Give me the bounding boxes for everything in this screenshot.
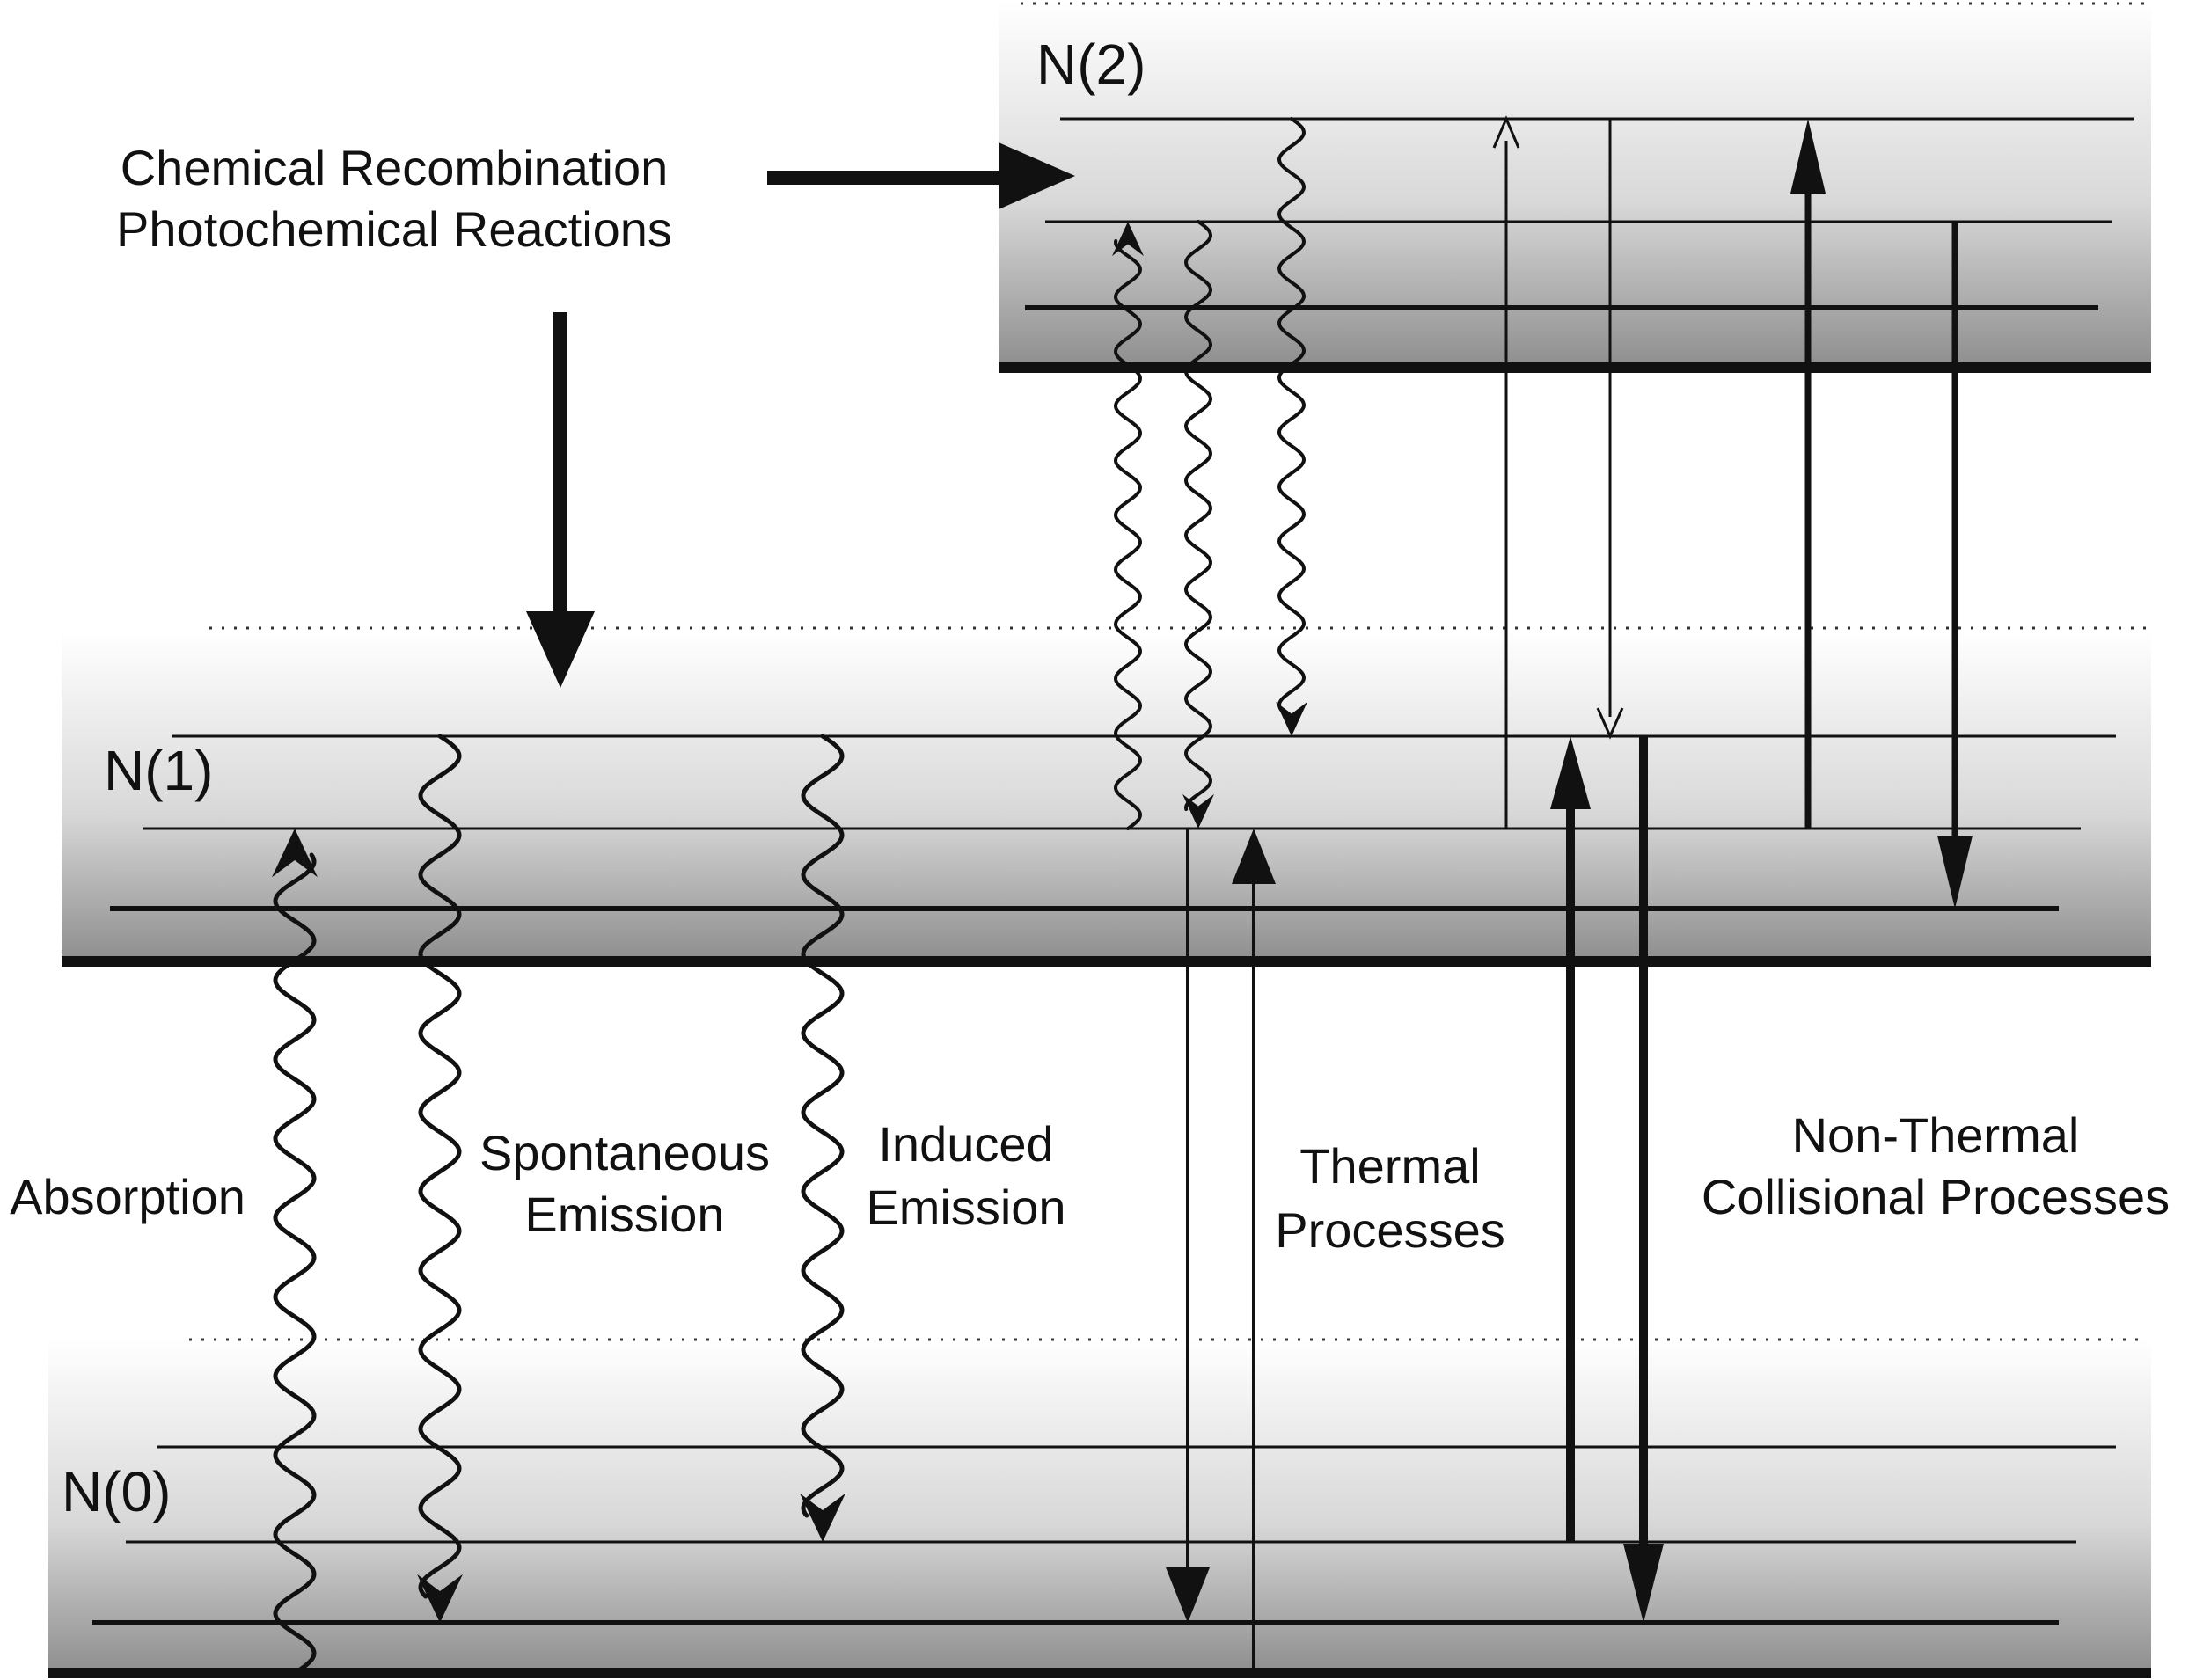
chemical-label-line1: Chemical Recombination bbox=[121, 140, 669, 195]
n0-level-label: N(0) bbox=[62, 1460, 171, 1523]
n0-band bbox=[48, 1339, 2151, 1673]
thermal-n2-down-arrow-head bbox=[1596, 707, 1624, 740]
thermal-down-arrow-head bbox=[1166, 1567, 1210, 1623]
nonthermal-label-line2: Collisional Processes bbox=[1702, 1169, 2170, 1224]
thermal-up-arrow-head bbox=[1232, 829, 1276, 884]
induced-label-line2: Emission bbox=[866, 1180, 1065, 1235]
absorption-arrow-head bbox=[272, 829, 318, 878]
spontaneous-emission-arrow-head bbox=[417, 1574, 463, 1623]
nonthermal-n2-up-arrow-head bbox=[1790, 119, 1826, 194]
n2-emission-mid-arrow-wave bbox=[1183, 220, 1213, 811]
induced-emission-arrow-head bbox=[800, 1493, 845, 1542]
n1-band bbox=[62, 632, 2151, 961]
chemical-label-line2: Photochemical Reactions bbox=[116, 201, 672, 257]
n1-level-label: N(1) bbox=[104, 739, 213, 802]
n2-band bbox=[999, 0, 2151, 368]
n2-level-label: N(2) bbox=[1036, 33, 1146, 96]
n2-emission-top-arrow-head bbox=[1276, 701, 1307, 736]
induced-emission-arrow-wave bbox=[801, 734, 845, 1518]
spontaneous-label-line1: Spontaneous bbox=[479, 1125, 770, 1180]
thermal-n2-up-arrow-head bbox=[1492, 115, 1520, 149]
absorption-arrow-wave bbox=[273, 852, 317, 1676]
n2-absorption-arrow-wave bbox=[1113, 239, 1143, 830]
n2-absorption-arrow-head bbox=[1112, 222, 1144, 257]
nonthermal-label-line1: Non-Thermal bbox=[1792, 1107, 2080, 1163]
nonthermal-up-arrow-head bbox=[1550, 736, 1591, 809]
chemical-arrow-right-head bbox=[999, 142, 1075, 209]
n2-emission-mid-arrow-head bbox=[1182, 793, 1214, 829]
spontaneous-emission-arrow-wave bbox=[418, 734, 462, 1599]
induced-label-line1: Induced bbox=[878, 1116, 1053, 1172]
thermal-label-line2: Processes bbox=[1275, 1202, 1504, 1258]
n2-emission-top-arrow-wave bbox=[1277, 117, 1307, 719]
nonthermal-down-arrow-head bbox=[1623, 1544, 1664, 1623]
thermal-label-line1: Thermal bbox=[1299, 1138, 1480, 1194]
absorption-label: Absorption bbox=[10, 1169, 245, 1224]
spontaneous-label-line2: Emission bbox=[524, 1187, 724, 1242]
chemical-arrow-down-head bbox=[526, 611, 595, 688]
nonthermal-n2-down-arrow-head bbox=[1937, 836, 1973, 909]
